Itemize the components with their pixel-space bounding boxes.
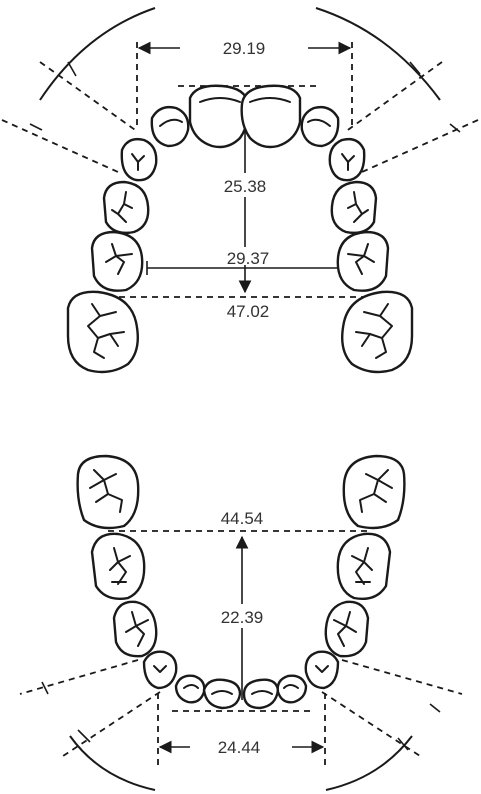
maxillary-right-second-premolar	[90, 230, 144, 292]
maxillary-left-canine-cusp	[341, 153, 355, 171]
maxillary-left-central-incisor	[240, 84, 302, 149]
mandibular-right-arc	[325, 735, 413, 791]
maxillary-right-central-incisor-edge	[199, 97, 241, 103]
maxillary-left-lateral-incisor-edge	[307, 118, 331, 127]
mandibular-arch-depth-label: 22.39	[221, 608, 264, 627]
maxillary-left-lower-angle-line	[1, 119, 119, 173]
mandibular-intercanine-width-label: 24.44	[218, 738, 261, 757]
maxillary-left-first-premolar	[330, 180, 378, 235]
maxillary-left-lateral-incisor	[300, 105, 340, 148]
mandibular-left-lateral-incisor-edge	[283, 684, 299, 689]
maxillary-right-first-molar	[66, 290, 139, 374]
maxillary-intermolar-width-label: 47.02	[227, 302, 270, 321]
maxillary-left-second-premolar	[336, 230, 390, 292]
mandibular-left-first-premolar-groove	[333, 611, 357, 647]
maxillary-right-upper-angle-line	[344, 61, 443, 133]
maxillary-right-lateral-incisor	[150, 105, 190, 148]
mandibular-right-central-incisor	[202, 678, 242, 710]
mandibular-right-second-premolar-groove	[109, 547, 131, 585]
maxillary-right-arc	[315, 7, 441, 101]
maxillary-arch-depth-label: 25.38	[224, 177, 267, 196]
maxillary-right-lower-angle-line	[361, 119, 479, 173]
mandibular-right-tick	[397, 703, 441, 751]
mandibular-left-second-premolar	[336, 532, 392, 600]
maxillary-intercanine-width-label: 29.19	[223, 39, 266, 58]
mandibular-left-second-premolar-groove	[351, 547, 373, 585]
mandibular-intermolar-width-label: 44.54	[221, 509, 264, 528]
mandibular-right-first-premolar	[112, 600, 158, 658]
mandibular-left-tick	[41, 681, 91, 743]
mandibular-right-first-premolar-groove	[125, 611, 149, 647]
maxillary-right-lateral-incisor-edge	[159, 118, 183, 127]
maxillary-right-first-molar-groove	[87, 303, 125, 359]
maxillary-left-arc	[39, 7, 156, 101]
maxillary-interpremolar-label-bg	[220, 247, 274, 265]
mandibular-left-central-incisor-edge	[251, 690, 273, 695]
maxillary-right-central-incisor	[188, 84, 250, 149]
mandibular-left-upper-angle-line	[19, 659, 139, 695]
maxillary-left-first-molar-groove	[355, 303, 393, 359]
maxillary-right-tick	[409, 61, 461, 133]
mandibular-left-first-premolar	[324, 600, 370, 658]
maxillary-arch: 29.19 25.38 29.37 47.02	[1, 7, 479, 374]
maxillary-right-second-premolar-groove	[105, 243, 133, 275]
mandibular-right-central-incisor-edge	[211, 690, 233, 695]
maxillary-left-first-molar	[341, 290, 414, 374]
maxillary-left-second-premolar-groove	[347, 243, 375, 275]
maxillary-right-canine-cusp	[131, 153, 145, 171]
maxillary-left-first-premolar-groove	[347, 191, 369, 223]
maxillary-right-first-premolar-groove	[111, 191, 133, 223]
mandibular-depth-label-bg	[210, 604, 274, 628]
mandibular-right-second-premolar	[90, 532, 146, 600]
mandibular-left-arc	[69, 735, 156, 791]
maxillary-left-tick	[29, 61, 77, 131]
mandibular-right-canine	[142, 650, 178, 690]
mandibular-left-lower-angle-line	[59, 691, 161, 759]
mandibular-right-lower-angle-line	[321, 691, 421, 757]
mandibular-left-lateral-incisor	[276, 674, 308, 704]
mandibular-left-first-molar-groove	[359, 469, 393, 513]
mandibular-right-upper-angle-line	[341, 659, 463, 695]
maxillary-right-first-premolar	[102, 180, 150, 235]
maxillary-interpremolar-width-label: 29.37	[227, 249, 270, 268]
maxillary-left-upper-angle-line	[39, 61, 139, 133]
mandibular-arch: 44.54 22.39 24.44	[19, 454, 463, 791]
maxillary-depth-label-bg	[212, 173, 278, 197]
mandibular-right-first-molar-groove	[89, 469, 123, 513]
maxillary-left-central-incisor-edge	[249, 97, 291, 103]
mandibular-left-canine-cusp	[315, 665, 329, 673]
mandibular-right-canine-cusp	[153, 665, 167, 673]
mandibular-right-lateral-incisor	[174, 674, 206, 704]
mandibular-left-canine	[304, 650, 340, 690]
mandibular-right-lateral-incisor-edge	[183, 684, 199, 689]
